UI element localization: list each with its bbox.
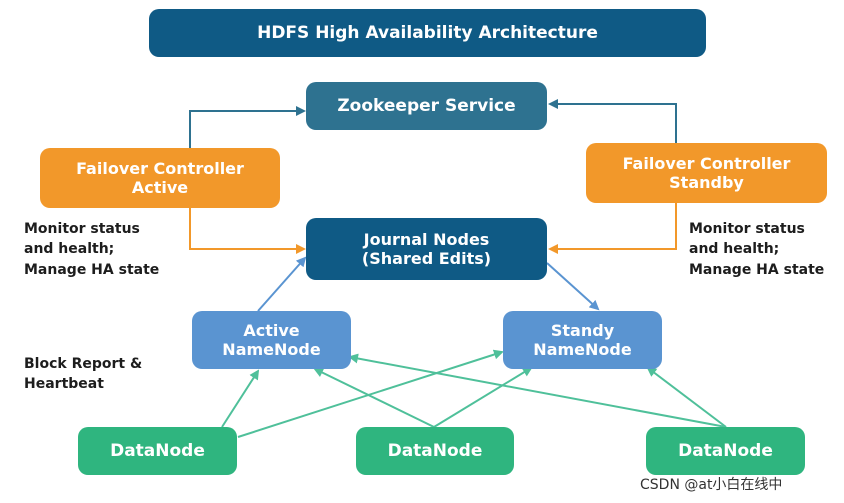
datanode-2: DataNode <box>356 427 514 475</box>
edge-datanode1-to-active <box>221 369 260 428</box>
edge-active-namenode-to-journal <box>257 256 307 312</box>
edge-datanode1-to-standby <box>237 349 504 438</box>
active-namenode-node: Active NameNode <box>192 311 351 369</box>
edge-datanode2-to-active <box>313 368 435 428</box>
failover-controller-standby-node: Failover Controller Standby <box>586 143 827 203</box>
journal-nodes-node: Journal Nodes (Shared Edits) <box>306 218 547 280</box>
failover-controller-active-node: Failover Controller Active <box>40 148 280 208</box>
monitor-label-right: Monitor status and health; Manage HA sta… <box>689 221 825 278</box>
zookeeper-service-node: Zookeeper Service <box>306 82 547 130</box>
standby-namenode-node: Standy NameNode <box>503 311 662 369</box>
edge-datanode3-to-active <box>348 353 727 428</box>
block-report-label: Block Report & Heartbeat <box>24 356 143 393</box>
edge-datanode3-to-standby <box>646 366 727 428</box>
diagram-title: HDFS High Availability Architecture <box>149 9 706 57</box>
datanode-3: DataNode <box>646 427 805 475</box>
monitor-label-left: Monitor status and health; Manage HA sta… <box>24 221 160 278</box>
edge-fc-standby-to-zookeeper <box>548 99 677 143</box>
edge-fc-active-to-zookeeper <box>189 106 306 148</box>
edge-journal-to-standby-namenode <box>546 262 600 311</box>
edge-fc-active-to-journal <box>189 208 306 254</box>
edge-datanode2-to-standby <box>433 366 533 428</box>
csdn-watermark: CSDN @at小白在线中 <box>640 477 783 493</box>
datanode-1: DataNode <box>78 427 237 475</box>
edge-fc-standby-to-journal <box>548 203 677 254</box>
